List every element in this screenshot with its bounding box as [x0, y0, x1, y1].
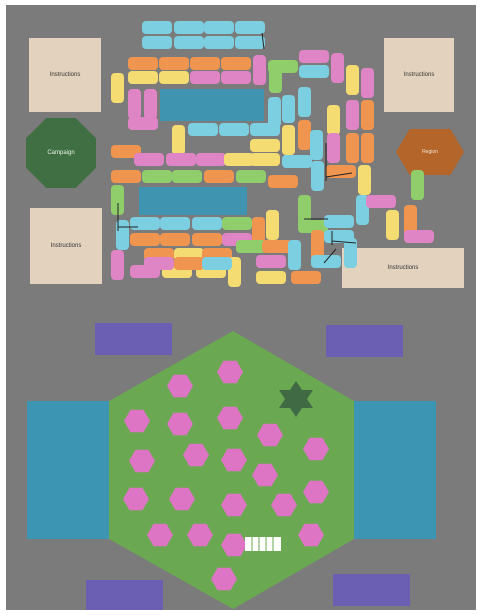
right-blue-panel[interactable] [354, 401, 436, 539]
purple-rect-bottom-right[interactable] [333, 574, 410, 606]
purple-rect-top-left[interactable] [95, 323, 172, 355]
lower-board [6, 5, 476, 610]
purple-rect-bottom-left[interactable] [86, 580, 163, 610]
game-board: Instructions Instructions Instructions I… [6, 5, 476, 610]
meter-boxes [245, 537, 281, 551]
purple-rect-top-right[interactable] [326, 325, 403, 357]
left-blue-panel[interactable] [27, 401, 109, 539]
